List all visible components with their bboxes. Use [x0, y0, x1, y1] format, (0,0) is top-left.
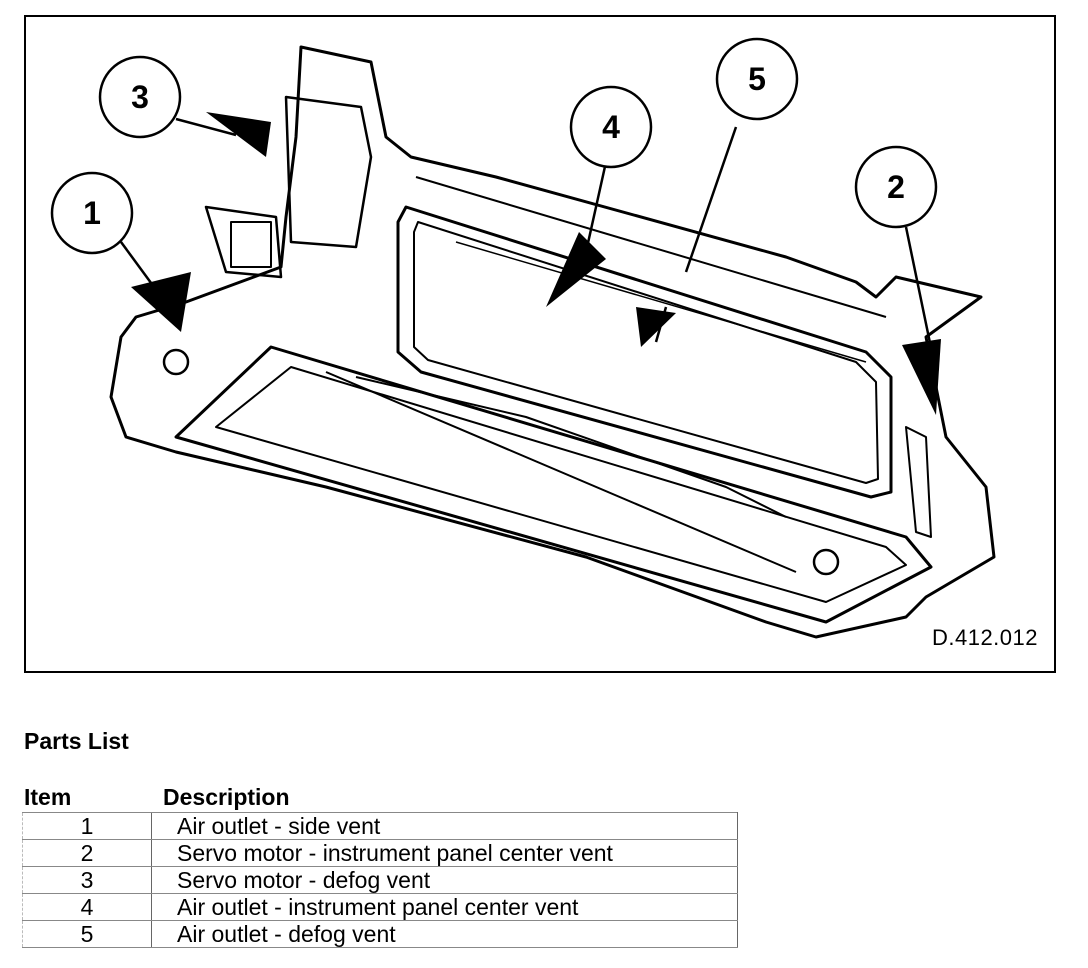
callout-1-circle: [50, 171, 134, 255]
item-description: Servo motor - instrument panel center ve…: [151, 839, 738, 867]
servo-motor-top: [284, 95, 373, 249]
table-row: 5 Air outlet - defog vent: [22, 920, 738, 948]
callout-3-circle: [98, 55, 182, 139]
description-column-header: Description: [163, 784, 290, 810]
item-description: Air outlet - instrument panel center ven…: [151, 893, 738, 921]
servo-motor-right: [905, 426, 932, 538]
arrow-1: [131, 272, 191, 332]
table-row: 4 Air outlet - instrument panel center v…: [22, 893, 738, 921]
table-row: 2 Servo motor - instrument panel center …: [22, 839, 738, 867]
item-description: Air outlet - defog vent: [151, 920, 738, 948]
linkage-rod: [325, 371, 797, 573]
item-number: 3: [22, 866, 152, 894]
arrow-3: [206, 112, 271, 157]
parts-list-title: Parts List: [24, 728, 129, 754]
item-number: 5: [22, 920, 152, 948]
servo-connector-left: [230, 221, 272, 268]
figure-frame: 3 1 4 5 2 D.412.012: [24, 15, 1056, 673]
item-number: 1: [22, 812, 152, 840]
center-vent-window: [396, 205, 893, 499]
fastener-right: [812, 548, 840, 576]
item-number: 4: [22, 893, 152, 921]
vent-housing-outline: [109, 45, 996, 639]
tray-inner: [215, 366, 907, 603]
vent-assembly-diagram: 3 1 4 5 2: [50, 37, 996, 639]
duct-body: [355, 376, 787, 518]
callout-2-circle: [854, 145, 938, 229]
defog-slot-inner: [455, 241, 867, 363]
callout-1-label: 1: [83, 195, 101, 231]
item-number: 2: [22, 839, 152, 867]
item-description: Servo motor - defog vent: [151, 866, 738, 894]
servo-box-left: [204, 205, 283, 279]
figure-id: D.412.012: [931, 625, 1038, 650]
parts-table: 1 Air outlet - side vent 2 Servo motor -…: [22, 812, 738, 948]
lower-tray: [174, 345, 933, 624]
table-row: 3 Servo motor - defog vent: [22, 866, 738, 894]
callout-4-label: 4: [602, 109, 620, 145]
callout-4-circle: [569, 85, 653, 169]
leader-line-4: [584, 161, 608, 253]
callout-5-circle: [715, 37, 799, 121]
item-column-header: Item: [24, 784, 72, 810]
leader-line-3: [175, 117, 237, 137]
defog-slot: [415, 176, 887, 318]
fastener-left: [162, 348, 190, 376]
arrow-5: [636, 307, 676, 347]
arrow-4: [546, 232, 606, 307]
arrow-2: [902, 339, 941, 415]
callout-3-label: 3: [131, 79, 149, 115]
table-row: 1 Air outlet - side vent: [22, 812, 738, 840]
callout-5-label: 5: [748, 61, 766, 97]
callout-2-label: 2: [887, 169, 905, 205]
center-vent-window-inner: [413, 221, 879, 484]
item-description: Air outlet - side vent: [151, 812, 738, 840]
leader-line-5: [684, 126, 738, 273]
